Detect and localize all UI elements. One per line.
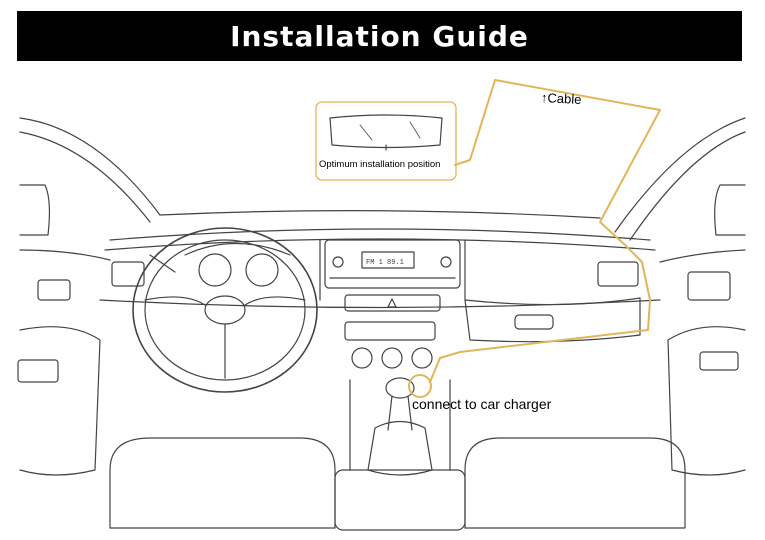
cable-label: ↑Cable [540,89,582,108]
hazard-icon [344,294,441,312]
side-windows [19,184,746,263]
steering-wheel-icon [132,227,318,393]
title-bar: Installation Guide [17,11,742,61]
radio-unit: FM 1 89.1 [324,239,461,289]
instrument-cluster [184,242,291,287]
windshield-frame [19,117,746,241]
car-charger-label: connect to car charger [412,396,552,412]
cable-route [408,79,661,398]
page-title: Installation Guide [230,19,529,53]
svg-text:FM 1 89.1: FM 1 89.1 [366,259,404,267]
door-panels [17,326,746,476]
air-vents [37,261,731,301]
charger-socket [408,374,432,398]
optimum-position-label: Optimum installation position [319,159,441,170]
climate-panel [344,321,436,369]
front-seats [109,437,686,529]
glove-box [464,297,641,343]
rearview-mirror-icon [315,101,457,181]
